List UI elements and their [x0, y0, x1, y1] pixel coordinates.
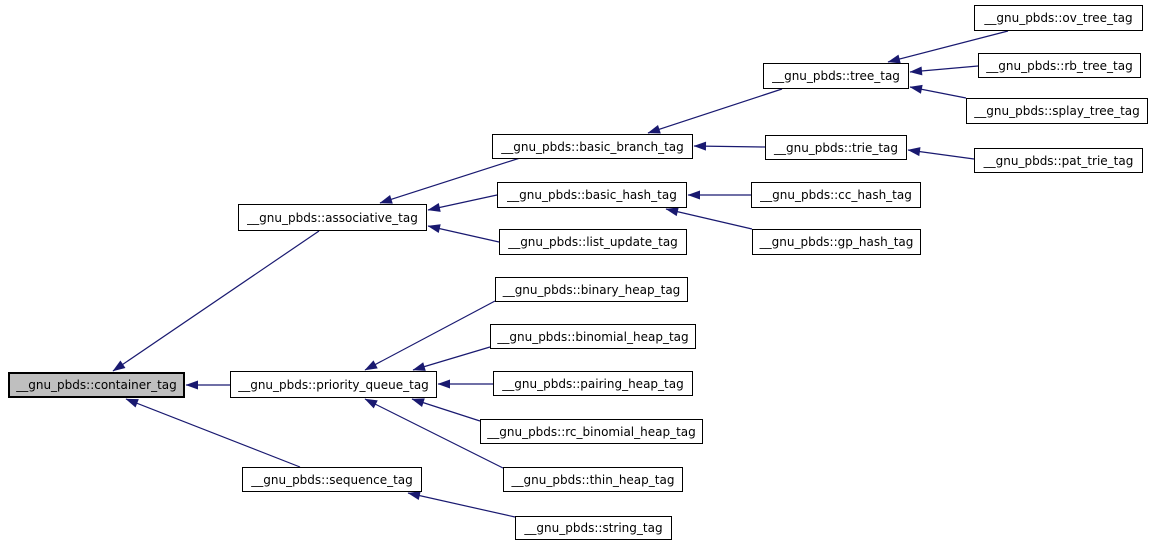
node-cc_hash_tag[interactable]: __gnu_pbds::cc_hash_tag	[751, 182, 921, 208]
node-rc_binomial_heap_tag[interactable]: __gnu_pbds::rc_binomial_heap_tag	[480, 419, 703, 444]
edge-splay_tree_tag-to-tree_tag	[909, 84, 967, 99]
edge-pat_trie_tag-to-trie_tag	[907, 147, 975, 160]
edge-basic_hash_tag-to-associative_tag	[427, 194, 498, 212]
node-trie_tag[interactable]: __gnu_pbds::trie_tag	[765, 135, 907, 160]
edge-sequence_tag-to-container_tag	[125, 398, 301, 468]
edge-tree_tag-to-basic_branch_tag	[647, 88, 783, 134]
edge-basic_branch_tag-to-associative_tag	[379, 157, 521, 204]
node-priority_queue_tag[interactable]: __gnu_pbds::priority_queue_tag	[230, 371, 437, 398]
node-container_tag: __gnu_pbds::container_tag	[8, 372, 185, 398]
edge-list_update_tag-to-associative_tag	[427, 224, 500, 243]
edge-rb_tree_tag-to-tree_tag	[909, 65, 979, 76]
node-list_update_tag[interactable]: __gnu_pbds::list_update_tag	[499, 229, 687, 255]
edge-thin_heap_tag-to-priority_queue_tag	[364, 398, 504, 469]
node-basic_branch_tag[interactable]: __gnu_pbds::basic_branch_tag	[492, 134, 693, 159]
node-binary_heap_tag[interactable]: __gnu_pbds::binary_heap_tag	[495, 277, 688, 302]
edge-gp_hash_tag-to-basic_hash_tag	[665, 207, 753, 230]
node-ov_tree_tag[interactable]: __gnu_pbds::ov_tree_tag	[974, 5, 1143, 31]
node-basic_hash_tag[interactable]: __gnu_pbds::basic_hash_tag	[497, 182, 687, 208]
node-binomial_heap_tag[interactable]: __gnu_pbds::binomial_heap_tag	[490, 324, 696, 349]
node-pairing_heap_tag[interactable]: __gnu_pbds::pairing_heap_tag	[493, 371, 693, 396]
edge-binomial_heap_tag-to-priority_queue_tag	[412, 346, 491, 371]
node-rb_tree_tag[interactable]: __gnu_pbds::rb_tree_tag	[978, 53, 1141, 78]
edge-ov_tree_tag-to-tree_tag	[887, 30, 1009, 64]
node-string_tag[interactable]: __gnu_pbds::string_tag	[515, 516, 672, 540]
edge-associative_tag-to-container_tag	[112, 230, 320, 372]
node-associative_tag[interactable]: __gnu_pbds::associative_tag	[238, 204, 427, 231]
edge-rc_binomial_heap_tag-to-priority_queue_tag	[411, 398, 481, 422]
node-pat_trie_tag[interactable]: __gnu_pbds::pat_trie_tag	[974, 148, 1143, 173]
edge-binary_heap_tag-to-priority_queue_tag	[364, 300, 496, 371]
node-thin_heap_tag[interactable]: __gnu_pbds::thin_heap_tag	[503, 467, 683, 492]
node-tree_tag[interactable]: __gnu_pbds::tree_tag	[763, 63, 909, 89]
edge-string_tag-to-sequence_tag	[407, 491, 516, 518]
node-splay_tree_tag[interactable]: __gnu_pbds::splay_tree_tag	[966, 98, 1148, 124]
node-sequence_tag[interactable]: __gnu_pbds::sequence_tag	[242, 467, 422, 492]
node-gp_hash_tag[interactable]: __gnu_pbds::gp_hash_tag	[752, 229, 921, 255]
edge-trie_tag-to-basic_branch_tag	[693, 141, 766, 151]
